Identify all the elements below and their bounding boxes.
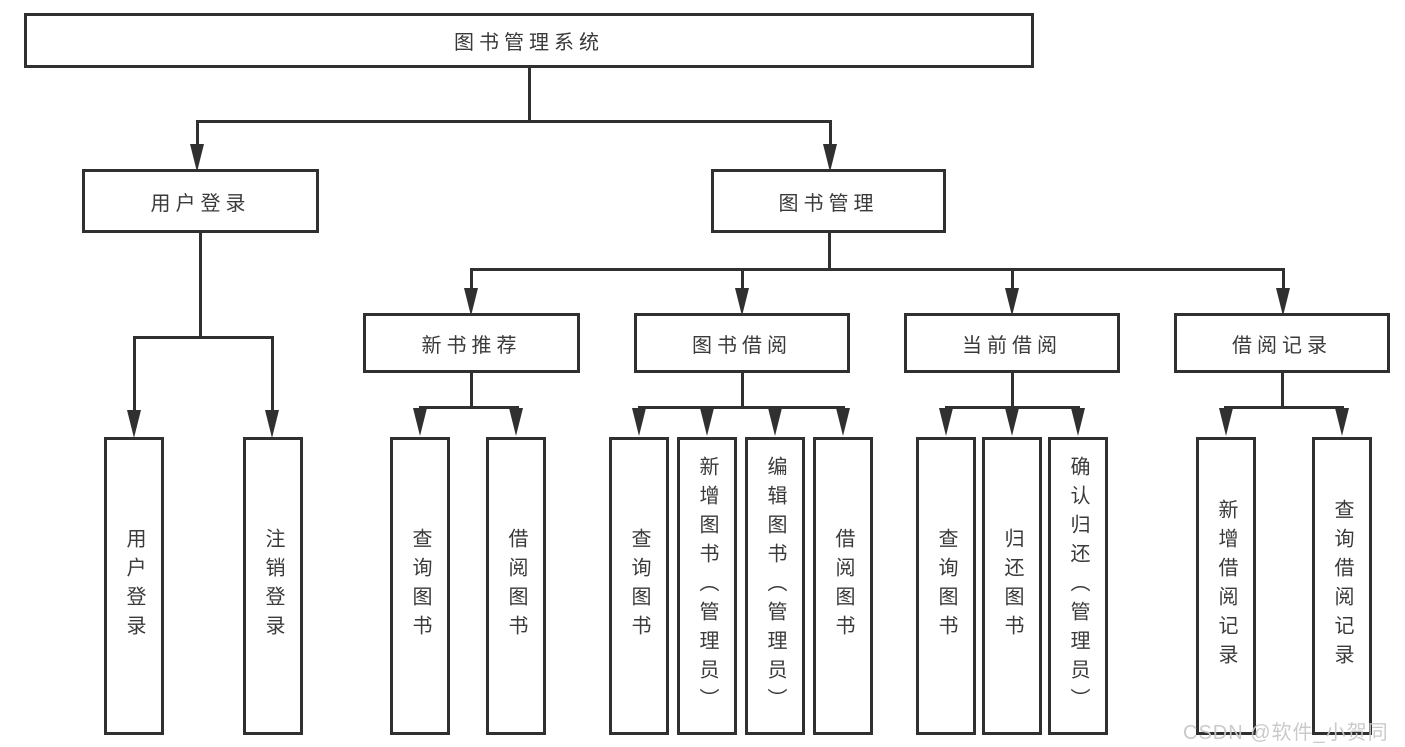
leaf-borrow-borrow-books: 借阅图书 [813,437,873,735]
arrow-down-icon [939,408,953,436]
leaf-user-login: 用户登录 [104,437,164,735]
node-book-management: 图书管理 [711,169,946,233]
connector-line [1011,268,1014,292]
leaf-current-query-books-label: 查询图书 [935,528,957,644]
arrow-down-icon [190,144,204,172]
node-current-borrow: 当前借阅 [904,313,1120,373]
connector-line [196,120,199,148]
leaf-borrow-borrow-books-label: 借阅图书 [832,528,854,644]
connector-line [1282,268,1285,292]
arrow-down-icon [1005,288,1019,316]
leaf-current-confirm-return: 确认归还（管理员） [1048,437,1108,735]
leaf-records-query-record: 查询借阅记录 [1312,437,1372,735]
node-current-borrow-label: 当前借阅 [962,334,1062,357]
node-user-login-label: 用户登录 [150,192,251,215]
arrow-down-icon [1005,408,1019,436]
leaf-recommend-borrow-books-label: 借阅图书 [505,528,527,644]
node-book-management-label: 图书管理 [778,192,879,215]
node-root: 图书管理系统 [24,13,1034,68]
node-book-borrow-label: 图书借阅 [692,334,792,357]
connector-line [199,233,202,339]
arrow-down-icon [509,408,523,436]
connector-line [829,120,832,148]
connector-line [1011,373,1014,409]
leaf-records-query-record-label: 查询借阅记录 [1331,499,1353,673]
leaf-borrow-query-books: 查询图书 [609,437,669,735]
arrow-down-icon [768,408,782,436]
leaf-borrow-query-books-label: 查询图书 [628,528,650,644]
arrow-down-icon [735,288,749,316]
leaf-user-login-label: 用户登录 [123,528,145,644]
leaf-borrow-add-books: 新增图书（管理员） [677,437,737,735]
arrow-down-icon [823,144,837,172]
connector-line [638,406,845,409]
leaf-records-add-record-label: 新增借阅记录 [1215,499,1237,673]
arrow-down-icon [1219,408,1233,436]
connector-line [470,268,1284,271]
csdn-watermark: CSDN @软件_小贺同学 [1183,722,1389,744]
arrow-down-icon [127,410,141,438]
connector-line [828,233,831,271]
node-root-label: 图书管理系统 [454,32,604,54]
leaf-current-return-books: 归还图书 [982,437,1042,735]
connector-line [1281,373,1284,409]
arrow-down-icon [836,408,850,436]
leaf-current-confirm-return-label: 确认归还（管理员） [1067,455,1089,717]
node-borrow-records: 借阅记录 [1174,313,1390,373]
connector-line [945,406,1080,409]
connector-line [741,373,744,409]
arrow-down-icon [265,410,279,438]
arrow-down-icon [1071,408,1085,436]
connector-line [271,336,274,414]
leaf-borrow-edit-books-label: 编辑图书（管理员） [764,455,786,717]
leaf-current-query-books: 查询图书 [916,437,976,735]
node-new-book-recommend: 新书推荐 [363,313,580,373]
connector-line [419,406,519,409]
arrow-down-icon [413,408,427,436]
leaf-borrow-edit-books: 编辑图书（管理员） [745,437,805,735]
arrow-down-icon [464,288,478,316]
connector-line [196,120,832,123]
leaf-borrow-add-books-label: 新增图书（管理员） [696,455,718,717]
connector-line [470,268,473,292]
leaf-records-add-record: 新增借阅记录 [1196,437,1256,735]
connector-line [1224,406,1344,409]
arrow-down-icon [1276,288,1290,316]
connector-line [133,336,136,414]
node-borrow-records-label: 借阅记录 [1232,334,1332,357]
connector-line [741,268,744,292]
arrow-down-icon [700,408,714,436]
node-new-book-recommend-label: 新书推荐 [421,334,522,357]
node-user-login: 用户登录 [82,169,319,233]
leaf-recommend-query-books: 查询图书 [390,437,450,735]
connector-line [528,68,531,123]
leaf-logout: 注销登录 [243,437,303,735]
connector-line [133,336,274,339]
node-book-borrow: 图书借阅 [634,313,850,373]
arrow-down-icon [632,408,646,436]
arrow-down-icon [1335,408,1349,436]
leaf-logout-label: 注销登录 [262,528,284,644]
leaf-recommend-borrow-books: 借阅图书 [486,437,546,735]
leaf-current-return-books-label: 归还图书 [1001,528,1023,644]
leaf-recommend-query-books-label: 查询图书 [409,528,431,644]
connector-line [470,373,473,409]
